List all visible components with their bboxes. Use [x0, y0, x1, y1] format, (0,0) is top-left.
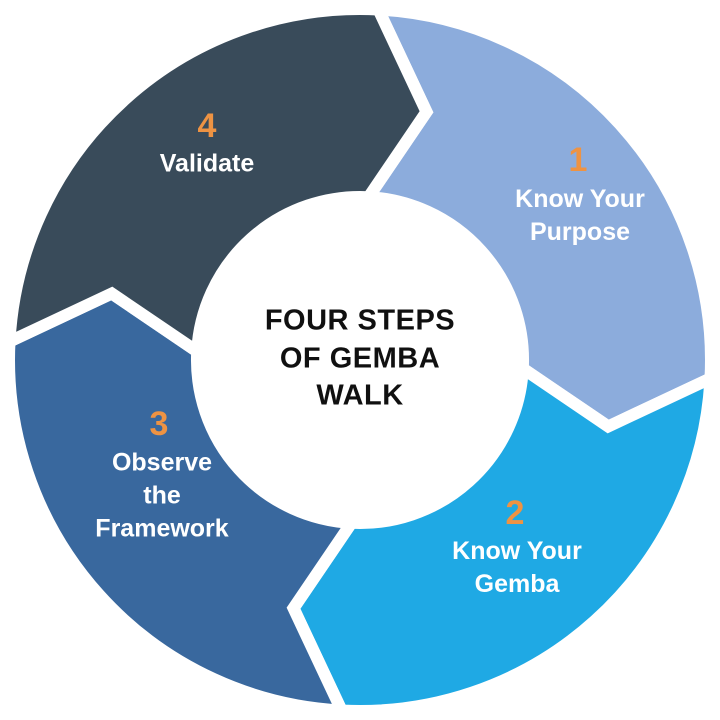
step-label-know-your-purpose: Know Your Purpose — [515, 185, 645, 246]
step-number-2: 2 — [505, 494, 525, 532]
step-number-3: 3 — [149, 405, 169, 443]
step-label-observe-the-framework: Observe the Framework — [95, 448, 229, 543]
center-circle — [194, 194, 526, 526]
step-label-validate: Validate — [159, 149, 255, 178]
step-label-know-your-gemba: Know Your Gemba — [452, 537, 582, 598]
step-number-4: 4 — [197, 107, 217, 145]
step-number-1: 1 — [568, 141, 588, 179]
diagram-title: FOUR STEPS OF GEMBA WALK — [264, 304, 456, 412]
